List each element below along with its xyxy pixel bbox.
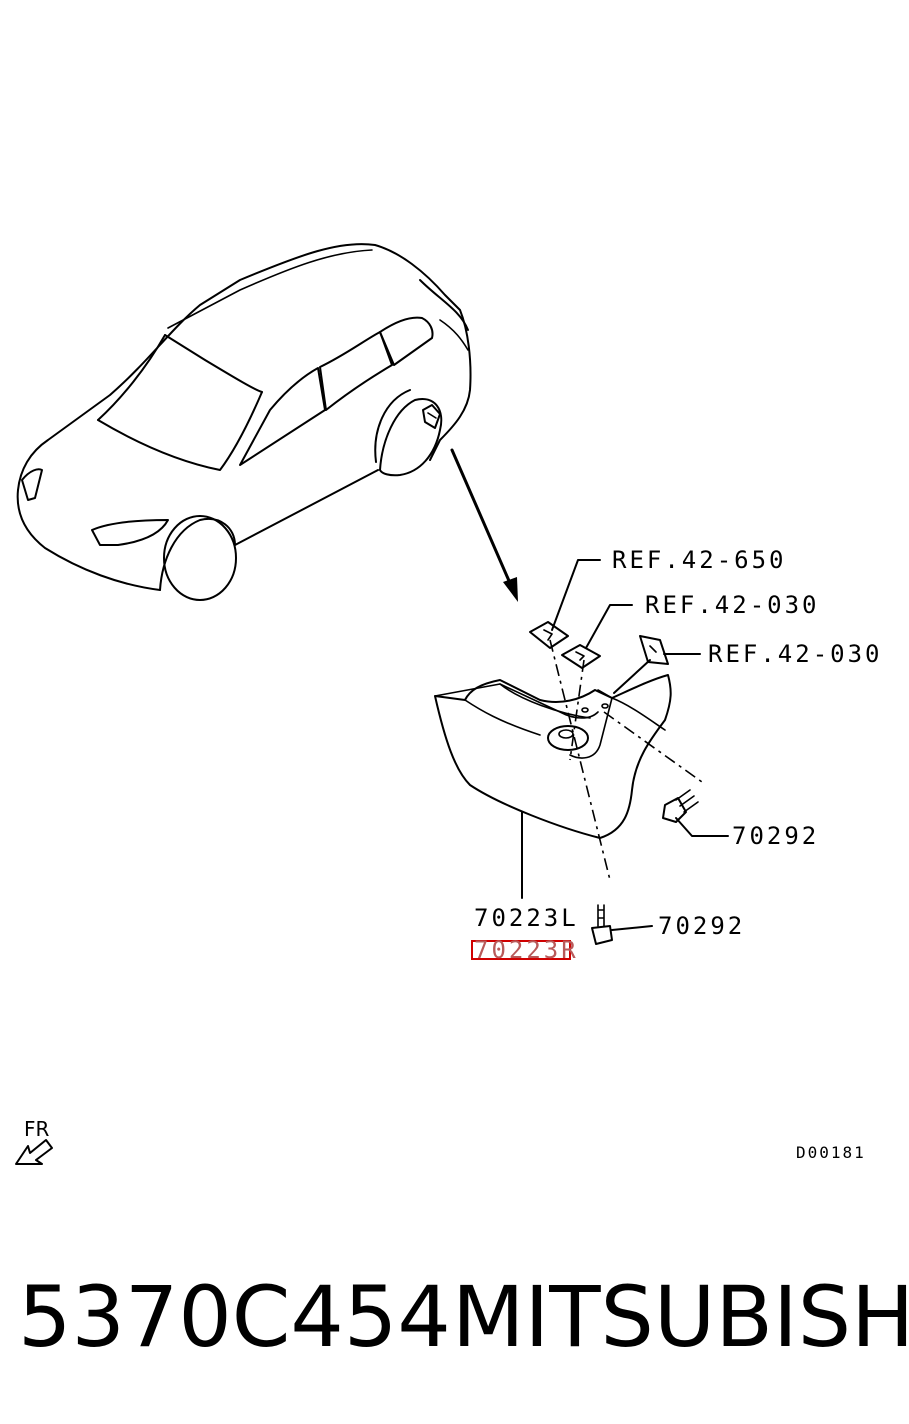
bolt-upper <box>662 789 729 837</box>
front-direction-indicator: FR <box>15 1117 53 1165</box>
ref-leaders <box>551 559 701 694</box>
fr-label: FR <box>24 1117 50 1141</box>
callout-bolt-upper: 70292 <box>732 822 819 850</box>
center-lines <box>549 639 703 881</box>
callout-ref-42-650: REF.42-650 <box>612 546 787 574</box>
callout-bolt-lower: 70292 <box>658 912 745 940</box>
clip-2 <box>561 644 601 669</box>
detail-arrow <box>450 448 518 602</box>
clip-1 <box>529 621 569 649</box>
callout-part-right: 70223R <box>474 936 579 964</box>
front-arrow-icon <box>15 1139 53 1165</box>
bolt-lower <box>591 904 653 945</box>
footer-brand: MITSUBISHI <box>452 1268 909 1366</box>
diagram-code: D00181 <box>796 1143 866 1162</box>
clip-3 <box>639 635 669 665</box>
vehicle-illustration <box>16 243 472 601</box>
footer: 5370C454 MITSUBISHI <box>0 1262 909 1372</box>
callout-ref-42-030-b: REF.42-030 <box>708 640 883 668</box>
callout-ref-42-030-a: REF.42-030 <box>645 591 820 619</box>
footer-part-number: 5370C454 <box>18 1268 451 1366</box>
mudflap-assembly <box>434 674 672 899</box>
callout-part-left: 70223L <box>474 904 579 932</box>
highlight-box <box>471 940 571 960</box>
